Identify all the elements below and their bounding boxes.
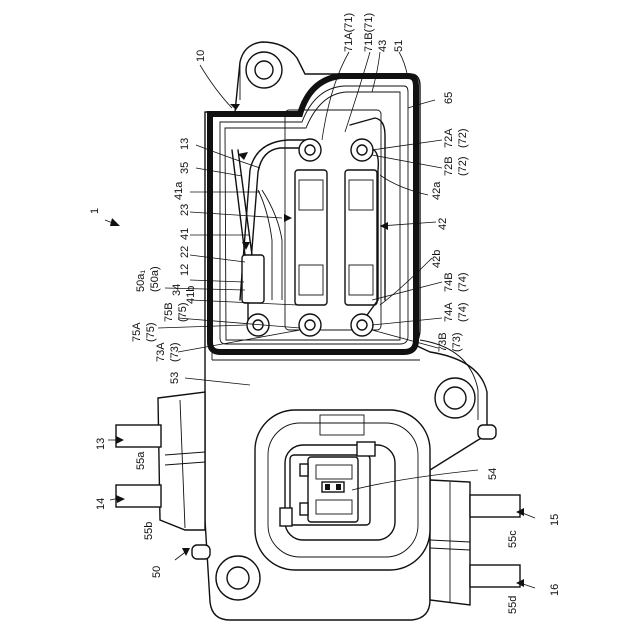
label-74a-paren: (74) (457, 302, 469, 322)
label-72b-paren: (72) (457, 156, 469, 176)
label-41b: 41b (185, 286, 197, 304)
label-65: 65 (443, 92, 455, 104)
label-72b: 72B (443, 156, 455, 176)
label-72a-paren: (72) (457, 128, 469, 148)
bottom-mount-ear (192, 545, 260, 600)
label-75a-paren: (75) (145, 322, 157, 342)
label-41: 41 (179, 228, 191, 240)
wire-harness (232, 150, 264, 303)
label-42a: 42a (431, 181, 443, 200)
label-73b: 73B (437, 332, 449, 352)
label-73b-paren: (73) (451, 332, 463, 352)
label-35: 35 (179, 162, 191, 174)
label-74b: 74B (443, 272, 455, 292)
label-73a-paren: (73) (169, 342, 181, 362)
label-13-left: 13 (95, 438, 107, 450)
label-42b: 42b (431, 250, 443, 268)
label-10: 10 (195, 50, 207, 62)
label-14: 14 (95, 498, 107, 510)
label-55b: 55b (143, 522, 155, 540)
label-12: 12 (179, 264, 191, 276)
label-55a: 55a (135, 451, 147, 470)
label-53: 53 (169, 372, 181, 384)
label-50a1: 50a₁ (135, 270, 147, 292)
label-74a: 74A (443, 302, 455, 322)
label-1: 1 (89, 208, 101, 214)
label-41a: 41a (173, 181, 185, 200)
label-75a: 75A (131, 322, 143, 342)
label-54: 54 (487, 468, 499, 480)
label-15: 15 (549, 514, 561, 526)
label-42: 42 (437, 218, 449, 230)
top-mount-ear (240, 52, 282, 100)
label-74b-paren: (74) (457, 272, 469, 292)
central-connector (255, 410, 430, 570)
label-22: 22 (179, 246, 191, 258)
label-13-top: 13 (179, 138, 191, 150)
label-71b: 71B(71) (363, 13, 375, 52)
label-50: 50 (151, 566, 163, 578)
label-73a: 73A (155, 342, 167, 362)
label-72a: 72A (443, 128, 455, 148)
label-75b: 75B (163, 302, 175, 322)
label-55c: 55c (507, 530, 519, 548)
label-50a1-paren: (50a) (149, 266, 161, 292)
label-51: 51 (393, 40, 405, 52)
label-23: 23 (179, 204, 191, 216)
left-connector (116, 392, 205, 530)
label-34: 34 (171, 284, 183, 296)
label-75b-paren: (75) (177, 302, 189, 322)
label-16: 16 (549, 584, 561, 596)
label-71a: 71A(71) (343, 13, 355, 52)
label-43: 43 (377, 40, 389, 52)
label-55d: 55d (507, 596, 519, 614)
